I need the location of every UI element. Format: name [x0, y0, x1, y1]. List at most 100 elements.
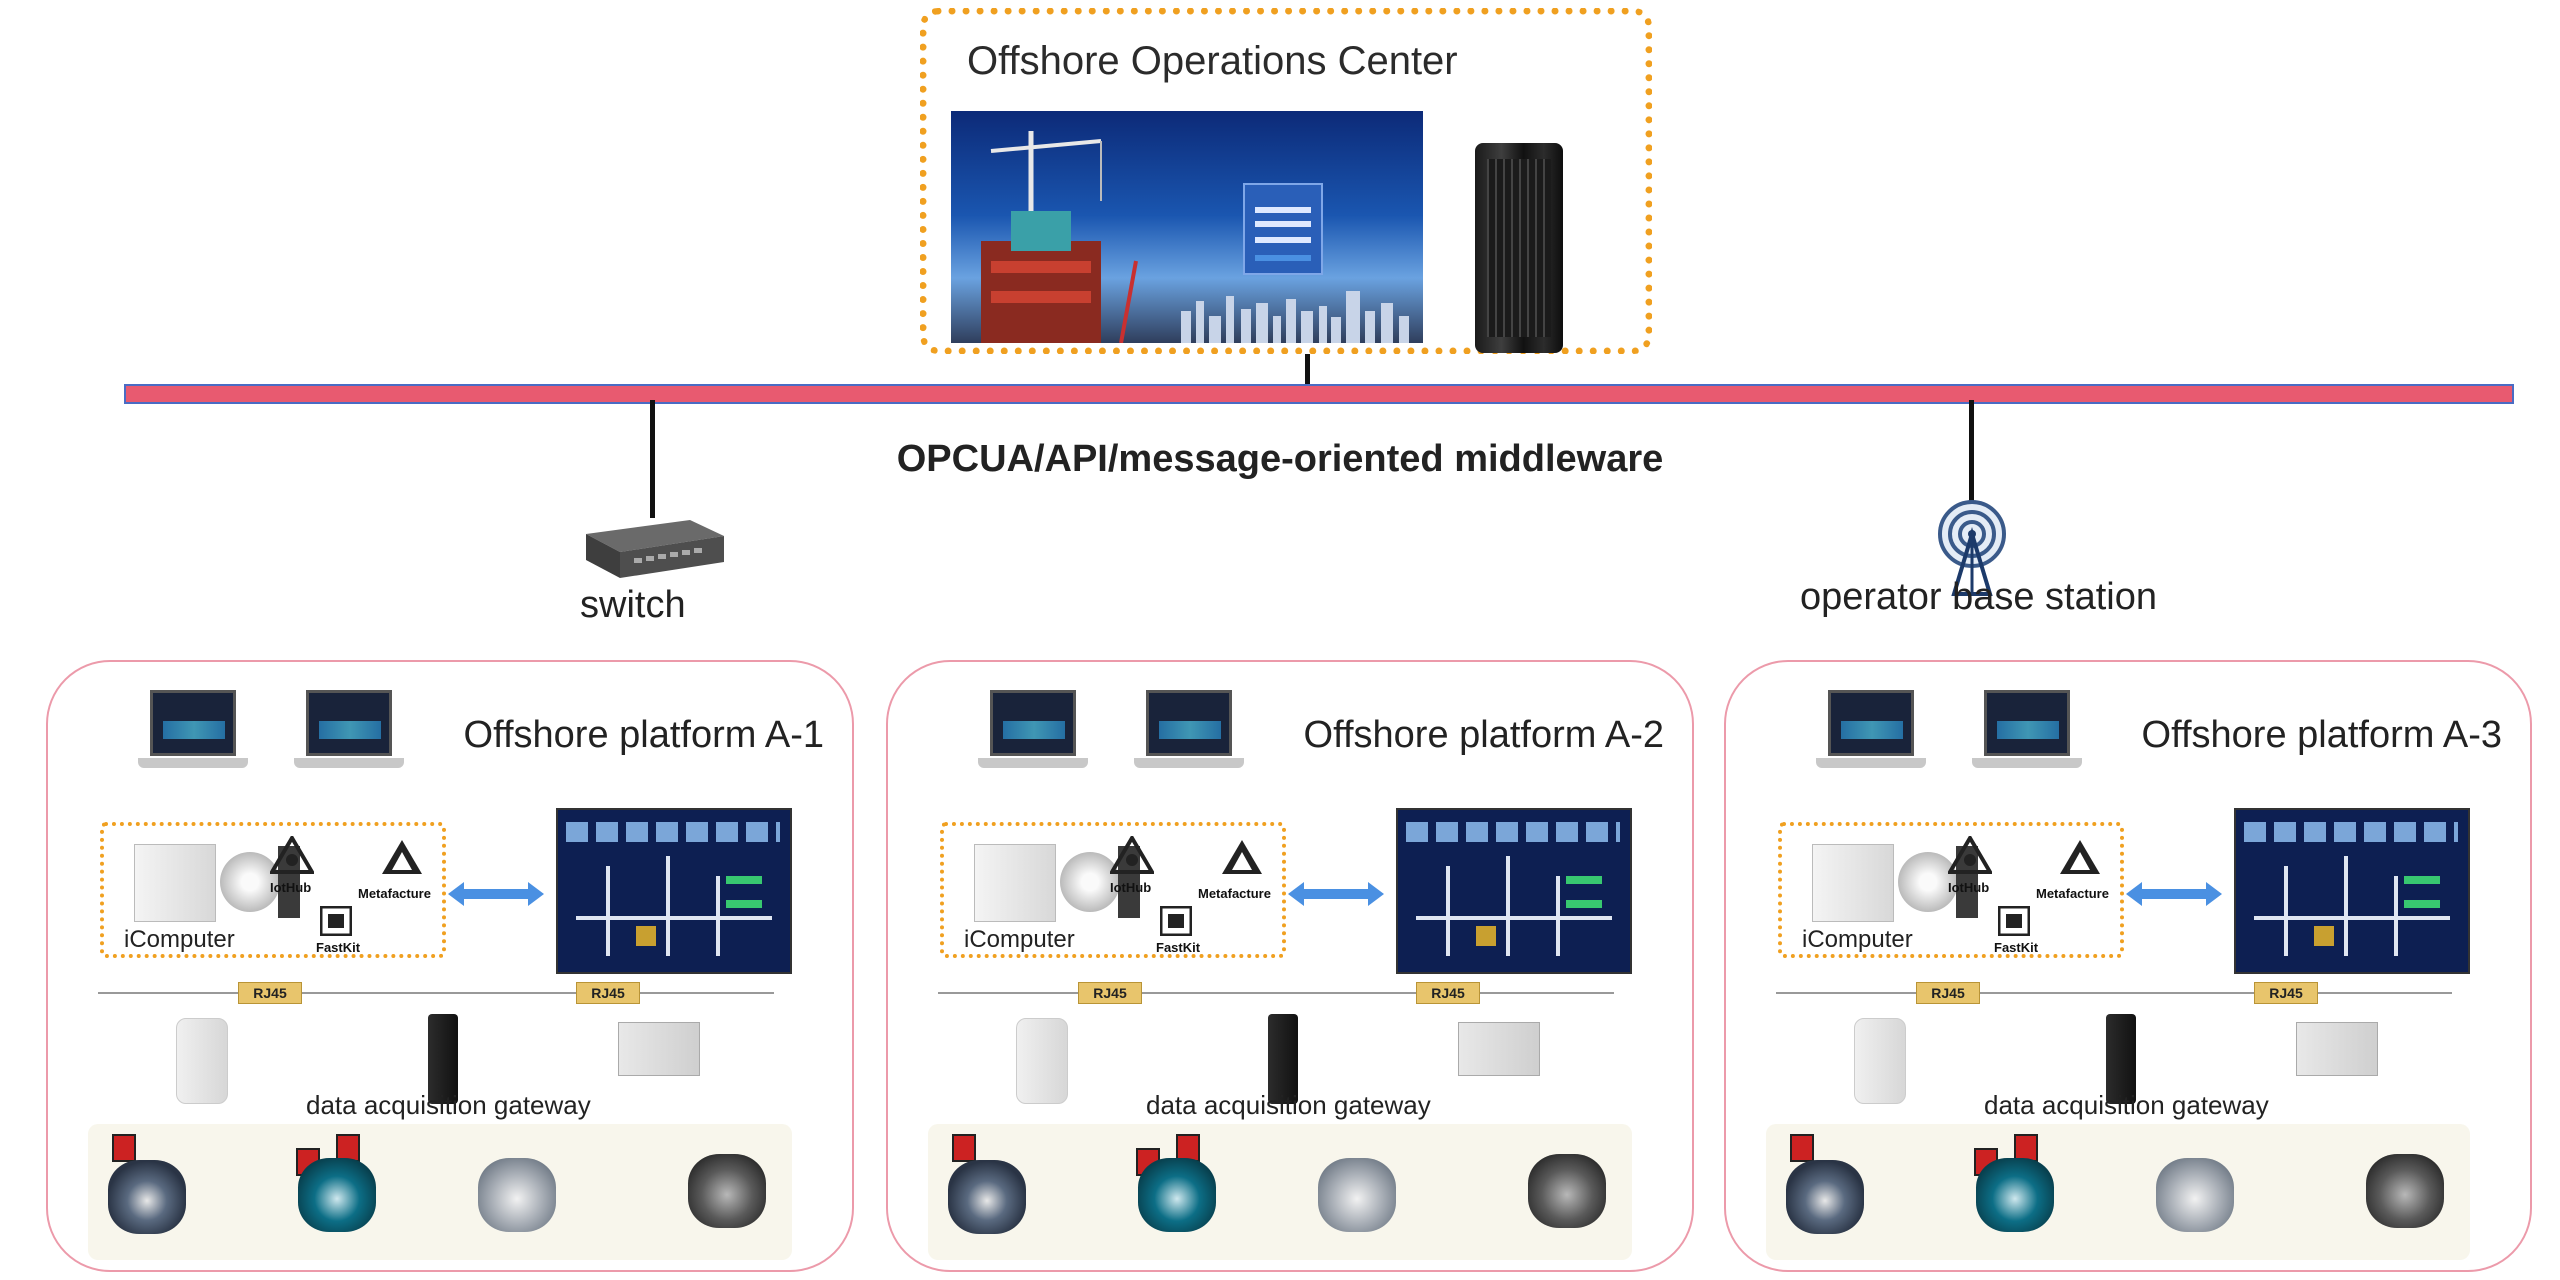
hmi-scada-screen-image — [1396, 808, 1632, 974]
electric-motor-image — [2156, 1158, 2234, 1232]
bidirectional-arrow-icon — [1288, 882, 1384, 906]
cellular-gateway-image — [1268, 1014, 1298, 1104]
hmi-scada-screen-image — [2234, 808, 2470, 974]
base-station-bus-connector — [1969, 400, 1974, 504]
rj45-badge: RJ45 — [1078, 982, 1142, 1004]
laptop-icon — [1816, 690, 1926, 772]
bidirectional-arrow-icon — [448, 882, 544, 906]
base-station-tower-icon — [1938, 500, 2006, 596]
cellular-gateway-image — [2106, 1014, 2136, 1104]
fastkit-icon — [1998, 906, 2030, 936]
vibration-sensor-icon — [2014, 1134, 2038, 1162]
hmi-scada-screen-image — [556, 808, 792, 974]
pump-motor-image — [298, 1158, 376, 1232]
equipment-strip — [1766, 1124, 2470, 1260]
iothub-label: IotHub — [1948, 880, 1990, 895]
iothub-label: IotHub — [1110, 880, 1152, 895]
gateway-label: data acquisition gateway — [306, 1090, 591, 1120]
icomputer-device-image — [134, 844, 216, 922]
pump-motor-image — [1976, 1158, 2054, 1232]
platform-title: Offshore platform A-1 — [463, 714, 824, 756]
icomputer-label: iComputer — [964, 926, 1075, 953]
wireless-gateway-image — [176, 1018, 228, 1104]
rj45-network-line — [98, 992, 774, 994]
gear-motor-image — [1528, 1154, 1606, 1228]
rj45-network-line — [1776, 992, 2452, 994]
cellular-gateway-image — [428, 1014, 458, 1104]
switch-bus-connector — [650, 400, 655, 518]
base-station-label: operator base station — [1800, 576, 2158, 618]
operations-center-title: Offshore Operations Center — [967, 39, 1458, 83]
icomputer-fan-image — [1898, 852, 1958, 912]
metafacture-label: Metafacture — [1198, 886, 1271, 901]
fastkit-label: FastKit — [316, 940, 361, 955]
gear-motor-image — [2366, 1154, 2444, 1228]
operations-center-screen-image — [951, 111, 1423, 343]
equipment-strip — [928, 1124, 1632, 1260]
edge-computing-box: iComputer IotHub Metafacture FastKit — [1778, 822, 2124, 958]
server-rack-image — [1475, 143, 1563, 353]
fastkit-label: FastKit — [1156, 940, 1201, 955]
metafacture-icon — [382, 840, 422, 874]
electric-motor-image — [478, 1158, 556, 1232]
blower-motor-image — [108, 1160, 186, 1234]
pump-motor-image — [1138, 1158, 1216, 1232]
icomputer-label: iComputer — [124, 926, 235, 953]
login-panel-thumbnail — [1243, 183, 1323, 275]
icomputer-device-image — [974, 844, 1056, 922]
platform-panel-2: Offshore platform A-2 iComputer IotHub M… — [886, 660, 1694, 1272]
network-switch-icon — [586, 520, 724, 578]
blower-motor-image — [948, 1160, 1026, 1234]
vibration-sensor-icon — [112, 1134, 136, 1162]
iothub-icon — [1110, 836, 1154, 874]
bidirectional-arrow-icon — [2126, 882, 2222, 906]
platform-title: Offshore platform A-2 — [1303, 714, 1664, 756]
rj45-badge: RJ45 — [238, 982, 302, 1004]
laptop-icon — [978, 690, 1088, 772]
iothub-label: IotHub — [270, 880, 312, 895]
metafacture-icon — [1222, 840, 1262, 874]
vibration-sensor-icon — [952, 1134, 976, 1162]
iothub-icon — [1948, 836, 1992, 874]
iothub-icon — [270, 836, 314, 874]
switch-label: switch — [580, 584, 686, 626]
platform-panel-3: Offshore platform A-3 iComputer IotHub M… — [1724, 660, 2532, 1272]
io-module-gateway-image — [618, 1022, 700, 1076]
gear-motor-image — [688, 1154, 766, 1228]
fastkit-label: FastKit — [1994, 940, 2039, 955]
metafacture-label: Metafacture — [2036, 886, 2109, 901]
rj45-badge: RJ45 — [1416, 982, 1480, 1004]
equipment-strip — [88, 1124, 792, 1260]
fastkit-icon — [320, 906, 352, 936]
platform-panel-1: Offshore platform A-1 iComputer IotHub M… — [46, 660, 854, 1272]
gateway-label: data acquisition gateway — [1146, 1090, 1431, 1120]
platform-title: Offshore platform A-3 — [2141, 714, 2502, 756]
io-module-gateway-image — [1458, 1022, 1540, 1076]
rj45-badge: RJ45 — [576, 982, 640, 1004]
crane-city-illustration — [981, 131, 1409, 343]
rj45-badge: RJ45 — [2254, 982, 2318, 1004]
wireless-gateway-image — [1016, 1018, 1068, 1104]
icomputer-fan-image — [1060, 852, 1120, 912]
rj45-badge: RJ45 — [1916, 982, 1980, 1004]
network-bus — [124, 384, 2514, 404]
laptop-icon — [1134, 690, 1244, 772]
middleware-label: OPCUA/API/message-oriented middleware — [896, 438, 1664, 480]
gateway-label: data acquisition gateway — [1984, 1090, 2269, 1120]
laptop-icon — [138, 690, 248, 772]
icomputer-fan-image — [220, 852, 280, 912]
operations-center-box: Offshore Operations Center — [920, 8, 1652, 354]
metafacture-label: Metafacture — [358, 886, 431, 901]
wireless-gateway-image — [1854, 1018, 1906, 1104]
electric-motor-image — [1318, 1158, 1396, 1232]
laptop-icon — [1972, 690, 2082, 772]
metafacture-icon — [2060, 840, 2100, 874]
center-bus-connector — [1305, 354, 1310, 384]
vibration-sensor-icon — [1790, 1134, 1814, 1162]
icomputer-label: iComputer — [1802, 926, 1913, 953]
rj45-network-line — [938, 992, 1614, 994]
laptop-icon — [294, 690, 404, 772]
blower-motor-image — [1786, 1160, 1864, 1234]
io-module-gateway-image — [2296, 1022, 2378, 1076]
fastkit-icon — [1160, 906, 1192, 936]
